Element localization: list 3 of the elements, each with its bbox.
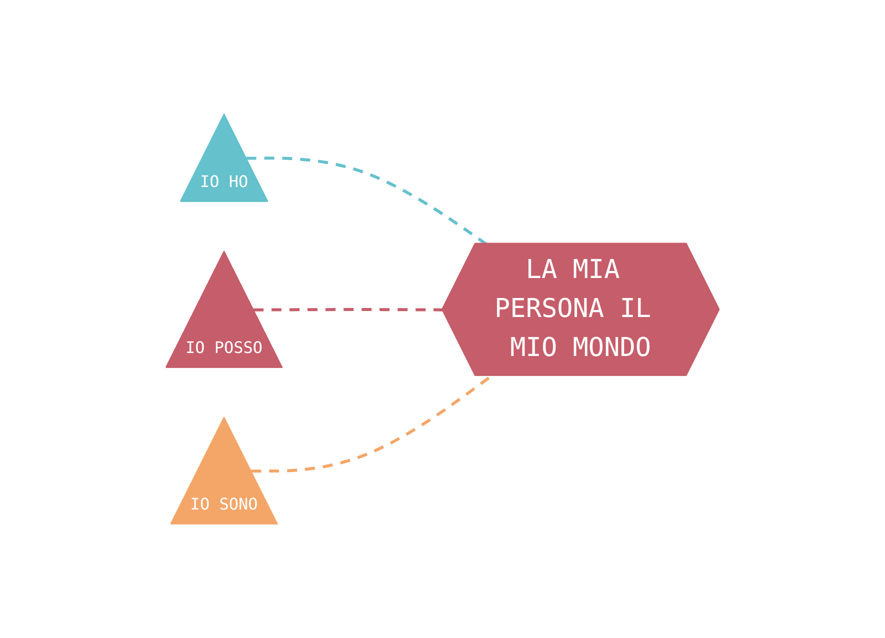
connector <box>246 156 487 246</box>
connector <box>251 374 492 473</box>
connector <box>253 308 442 312</box>
